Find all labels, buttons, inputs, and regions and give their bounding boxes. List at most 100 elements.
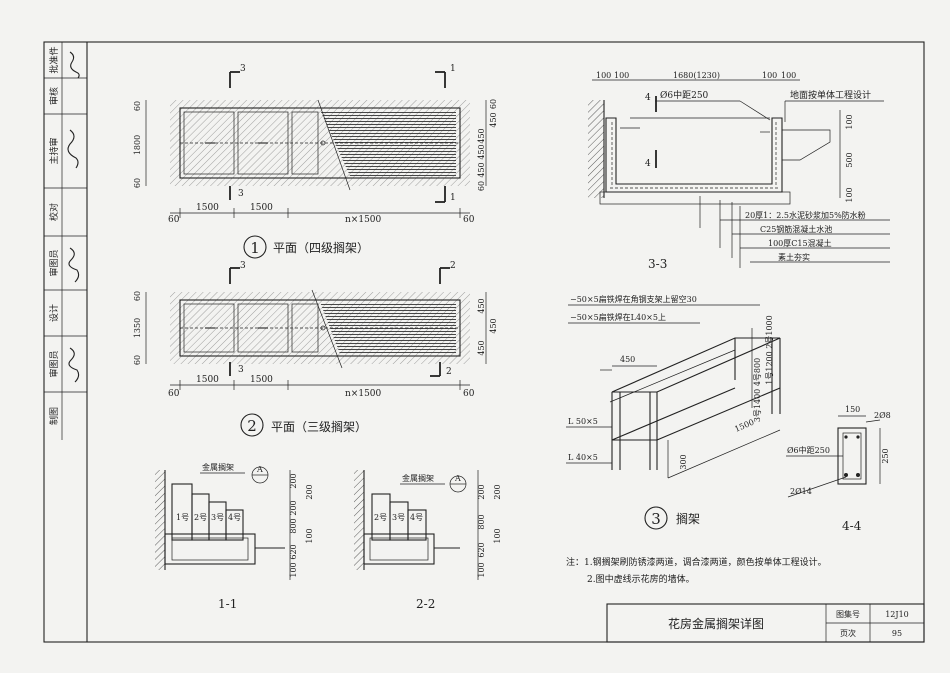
layer-note: C25钢筋混凝土水池 (760, 224, 832, 234)
atlas-label: 图集号 (836, 609, 860, 619)
section-4-4: 150 2Ø8 Ø6中距250 250 2Ø14 4-4 (786, 405, 891, 533)
section-label: 2-2 (416, 597, 435, 611)
dim-text: 800 (477, 514, 486, 529)
sidebar-row-check: 校对 (48, 203, 60, 221)
profile-label: L 50×5 (568, 417, 598, 426)
step-label: 2号 (374, 513, 387, 522)
sidebar-row-draft: 制图 (48, 407, 60, 425)
dim-text: 1500 (250, 203, 273, 213)
page-number: 95 (892, 629, 902, 638)
signature-mark (68, 347, 80, 383)
profile-label: L 40×5 (568, 453, 598, 462)
dim-text: 60 (463, 389, 475, 399)
detail-bubble (240, 413, 264, 437)
section-3-3: 100 100 1680(1230) 100 100 Ø6中距250 4 4 地… (588, 71, 890, 271)
sidebar-row-design: 设计 (48, 304, 60, 322)
dim-text: 100 (845, 114, 854, 129)
plan-title: 平面（四级搁架） (273, 240, 369, 255)
dim-text: 100 (845, 187, 854, 202)
sheet-border (43, 41, 925, 643)
dim-text: 60 (463, 215, 475, 225)
detail-number: 1 (250, 239, 260, 257)
detail-bubble (243, 235, 267, 259)
dim-text: 150 (845, 405, 860, 414)
step-label: 3号 (392, 513, 405, 522)
step-label: 4号 (228, 513, 241, 522)
dim-text: 100 (477, 562, 486, 577)
rebar-label: 2Ø14 (790, 487, 812, 496)
rebar-callout: Ø6中距250 (660, 89, 709, 101)
cut-label: 1 (450, 193, 456, 203)
dim-text: 450 (477, 298, 486, 313)
dim-text: 60 (133, 291, 142, 301)
layer-note: 20厚1：2.5水泥砂浆加5%防水粉 (745, 210, 866, 220)
plan-title: 平面（三级搁架） (271, 419, 367, 434)
cut-label: 4 (645, 93, 651, 103)
dim-text: 450 (477, 128, 486, 143)
dim-text: 1800 (133, 135, 142, 155)
cut-label: 1 (450, 64, 456, 74)
dim-text: 800 (289, 518, 298, 533)
dim-text: 60 (133, 178, 142, 188)
layer-note: 100厚C15混凝土 (768, 238, 832, 248)
dim-text: n×1500 (345, 389, 382, 399)
rebar-label: Ø6中距250 (787, 445, 830, 455)
note-line-1: 注：1.钢搁架刷防锈漆两道，调合漆两道，颜色按单体工程设计。 (566, 556, 827, 568)
dim-text: 620 (477, 542, 486, 557)
dim-text: 60 (477, 181, 486, 191)
sidebar-row-examiner-2: 审图员 (48, 350, 60, 377)
sidebar-row-approve: 批准件 (48, 46, 60, 73)
cut-label: 2 (450, 261, 456, 271)
note-callout: 地面按单体工程设计 (790, 89, 871, 101)
plan-three-tier: 3 3 2 2 60 1500 1500 n×1500 60 60 1350 6… (133, 261, 498, 437)
dim-text: 200 (477, 484, 486, 499)
dim-text: 450 (477, 144, 486, 159)
cut-label: 2 (446, 367, 452, 377)
dim-text: 60 (489, 99, 498, 109)
section-label: 1-1 (218, 597, 237, 611)
dim-text: 1500 (196, 203, 219, 213)
rack-isometric: −50×5扁铁焊在角钢支架上留空30 −50×5扁铁焊在L40×5上 450 L… (566, 294, 781, 530)
title-block: 花房金属搁架详图 图集号 12J10 页次 95 (606, 603, 925, 643)
dim-text: 200 (305, 484, 314, 499)
sidebar-row-examiner: 审图员 (48, 249, 60, 276)
rack-title: 搁架 (676, 511, 700, 526)
dim-text: 450 (489, 112, 498, 127)
dim-text: 450 (477, 162, 486, 177)
ref-letter: A (256, 465, 263, 474)
dim-text: 200 (289, 500, 298, 515)
step-label: 3号 (211, 513, 224, 522)
dim-text: 1500 (196, 375, 219, 385)
dim-text: 500 (845, 152, 854, 167)
dim-text: 450 (489, 318, 498, 333)
dim-text: 3号1400 4号800 (753, 358, 762, 422)
signature-mark (68, 247, 80, 283)
dim-text: 60 (133, 101, 142, 111)
cut-label: 3 (238, 365, 244, 375)
dim-text: 100 (493, 528, 502, 543)
ref-letter: A (454, 474, 461, 483)
dim-text: 100 (781, 71, 796, 80)
step-label: 2号 (194, 513, 207, 522)
dim-text: 100 (289, 562, 298, 577)
sidebar-row-review: 审核 (48, 87, 60, 105)
cut-label: 3 (240, 64, 246, 74)
dim-text: n×1500 (345, 215, 382, 225)
section-label: 4-4 (842, 519, 862, 533)
signature-mark (67, 129, 79, 169)
layer-note: 素土夯实 (778, 252, 810, 262)
note-line-2: 2.图中虚线示花房的墙体。 (587, 573, 695, 585)
dim-text: 250 (881, 448, 890, 463)
dim-text: 1680(1230) (673, 71, 720, 80)
callout-tag: 金属搁架 (202, 462, 234, 472)
atlas-number: 12J10 (885, 610, 909, 619)
callout-tag: 金属搁架 (402, 473, 434, 483)
dim-text: 100 (305, 528, 314, 543)
detail-number: 3 (651, 510, 661, 528)
detail-bubble (644, 506, 668, 530)
rack-note: −50×5扁铁焊在角钢支架上留空30 (570, 294, 697, 304)
dim-text: 450 (620, 355, 635, 364)
dim-text: 200 (493, 484, 502, 499)
dim-text: 620 (289, 544, 298, 559)
